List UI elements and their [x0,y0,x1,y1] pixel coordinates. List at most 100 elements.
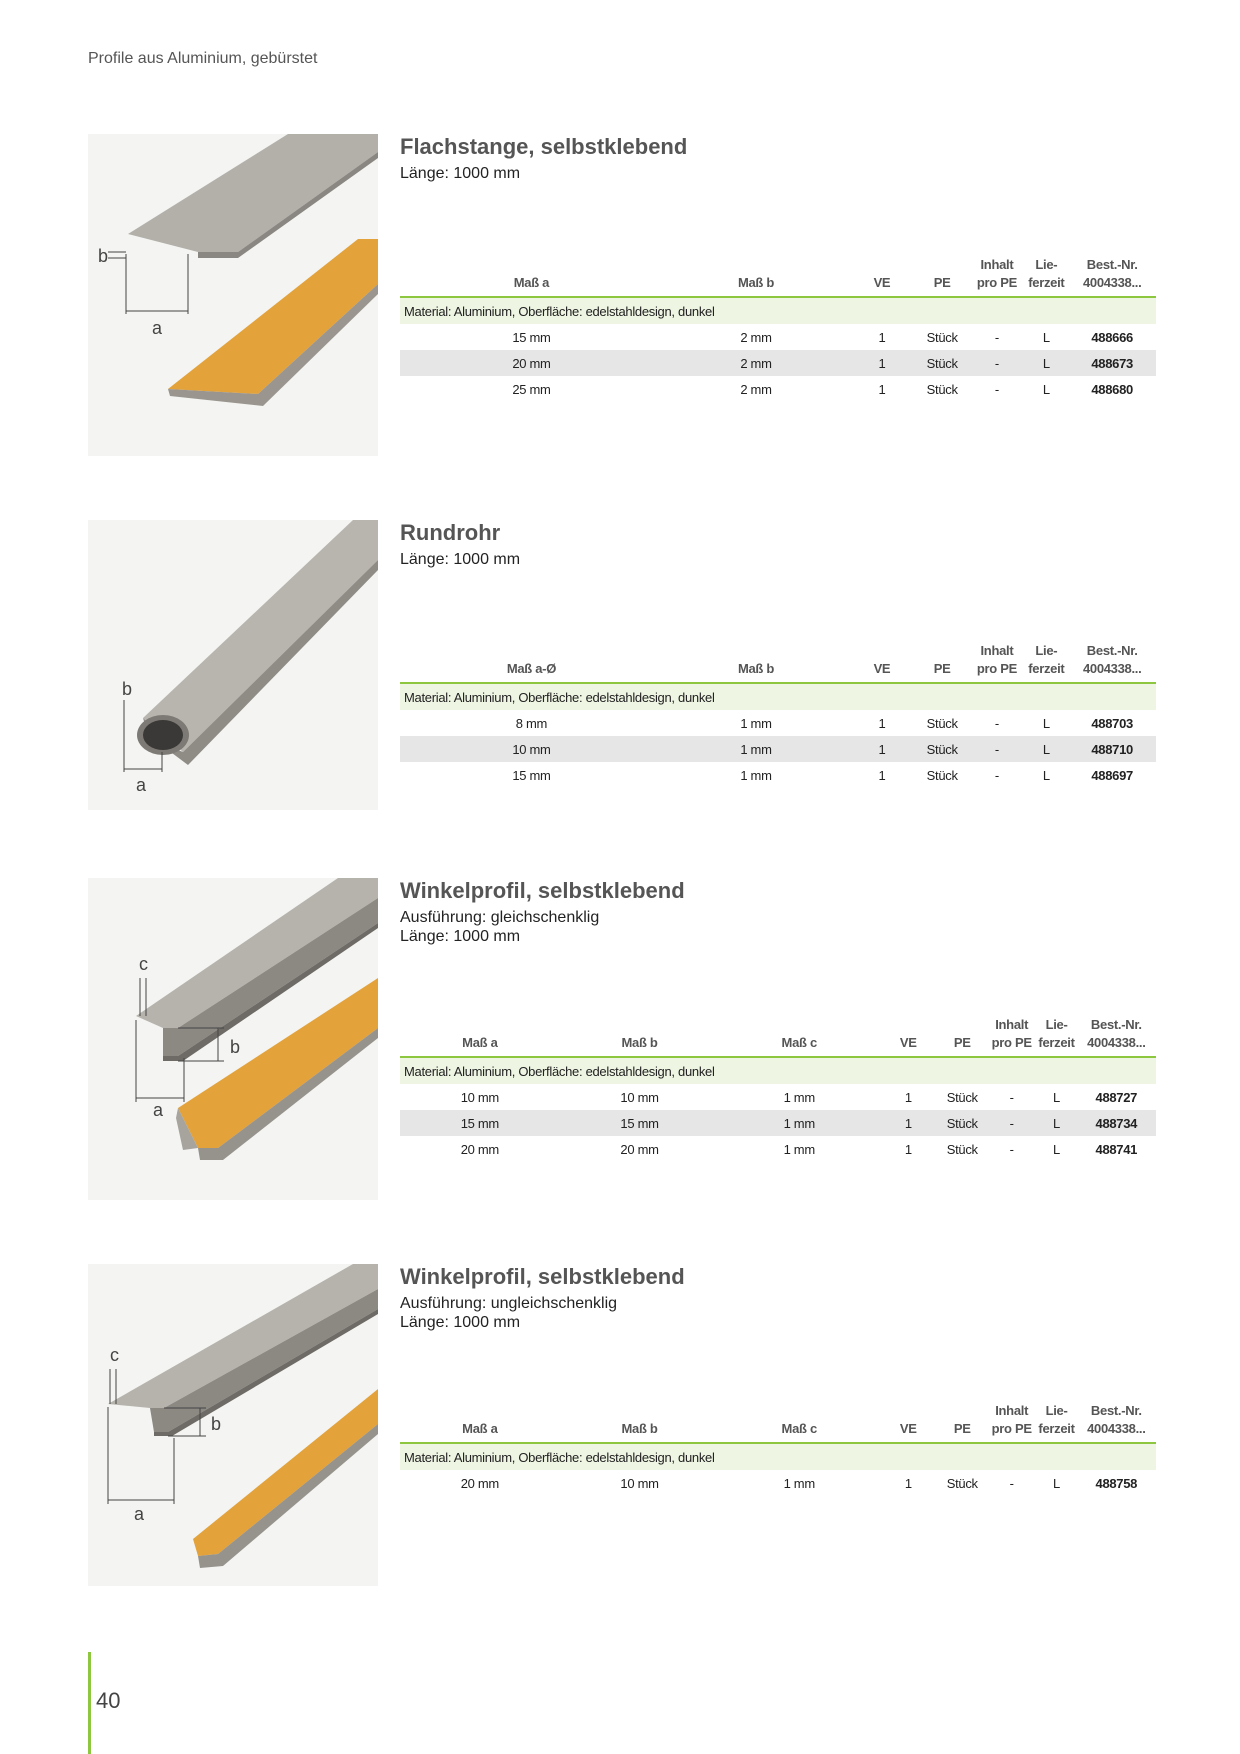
col-header-lieferzeit: Lie-ferzeit [1024,254,1069,298]
product-section-winkelprofil-ungleich: c b a Winkelprofil, selbstklebend Ausfüh… [88,1264,1158,1594]
dim-label-b: b [230,1037,240,1057]
table-cell: 20 mm [460,1475,500,1491]
table-cell: 2 mm [740,329,772,345]
col-header-mass-c: Maß c [719,1014,880,1058]
col-header-bestnr: Best.-Nr.4004338... [1076,1014,1156,1058]
col-header-mass-b: Maß b [662,254,850,298]
table-cell: Stück [926,329,958,345]
table-cell: 15 mm [400,1110,560,1136]
col-header-mass-b: Maß b [559,1014,720,1058]
table-cell: 488697 [1091,767,1133,783]
dim-label-b: b [98,246,108,266]
col-header-ve: VE [849,640,915,684]
col-header-bestnr: Best.-Nr.4004338... [1068,254,1156,298]
material-row: Material: Aluminium, Oberfläche: edelsta… [400,1057,1156,1084]
product-title: Flachstange, selbstklebend [400,134,688,159]
table-cell: 488710 [1068,736,1156,762]
table-cell: L [1042,381,1050,397]
page-number: 40 [96,1688,121,1713]
col-header-lieferzeit: Lie-ferzeit [1036,1014,1077,1058]
product-subtitle: Länge: 1000 mm [400,551,521,568]
table-cell: 1 [878,329,886,345]
table-cell: Stück [926,767,958,783]
table-cell: 1 [849,736,915,762]
product-section-rundrohr: b a Rundrohr Länge: 1000 mm Maß a-Ø Maß … [88,520,1158,820]
material-row: Material: Aluminium, Oberfläche: edelsta… [400,683,1156,710]
table-cell: 488734 [1076,1110,1156,1136]
col-header-mass-a: Maß a [400,1400,560,1444]
table-cell: Stück [926,715,958,731]
table-cell: L [1042,767,1050,783]
table-cell: 1 mm [783,1475,816,1491]
table-cell: 488680 [1091,381,1133,397]
col-header-mass-a: Maß a [400,254,663,298]
table-cell: 1 [849,350,915,376]
col-header-mass-a: Maß a-Ø [400,640,663,684]
table-cell: 1 mm [719,1110,880,1136]
col-header-lieferzeit: Lie-ferzeit [1024,640,1069,684]
table-cell: 1 [904,1475,912,1491]
table-cell: - [994,715,999,731]
table-cell: 1 mm [740,715,772,731]
col-header-mass-b: Maß b [662,640,850,684]
table-cell: Stück [926,381,958,397]
table-cell: - [994,329,999,345]
table-cell: Stück [946,1089,978,1105]
col-header-pe: PE [937,1400,987,1444]
table-cell: - [994,767,999,783]
product-title: Winkelprofil, selbstklebend [400,878,685,903]
table-cell: Stück [937,1110,987,1136]
table-cell: - [969,350,1025,376]
table-cell: 1 [878,381,886,397]
table-cell: L [1024,736,1069,762]
product-image-winkelprofil-ungleich: c b a [88,1264,378,1586]
table-cell: 15 mm [512,767,551,783]
product-subtitle: Ausführung: gleichschenklig [400,909,600,926]
dim-label-c: c [139,954,148,974]
col-header-pe: PE [937,1014,987,1058]
table-cell: L [1053,1141,1060,1157]
table-cell: 10 mm [460,1089,500,1105]
product-image-rundrohr: b a [88,520,378,810]
table-cell: Stück [946,1475,978,1491]
product-section-flachstange: b a Flachstange, selbstklebend Länge: 10… [88,134,1158,464]
page-number-bar [88,1652,91,1754]
table-cell: 20 mm [400,350,663,376]
table-cell: Stück [914,736,970,762]
table-cell: 1 [878,715,886,731]
col-header-ve: VE [879,1400,938,1444]
table-cell: 10 mm [620,1089,659,1105]
col-header-bestnr: Best.-Nr.4004338... [1076,1400,1156,1444]
table-cell: 488758 [1095,1475,1138,1491]
col-header-ve: VE [849,254,915,298]
table-cell: 15 mm [559,1110,720,1136]
table-cell: 2 mm [740,381,772,397]
table-cell: - [1009,1089,1014,1105]
col-header-mass-a: Maß a [400,1014,560,1058]
running-head: Profile aus Aluminium, gebürstet [88,50,318,67]
table-cell: 1 [879,1110,938,1136]
product-image-flachstange: b a [88,134,378,456]
product-subtitle: Länge: 1000 mm [400,165,521,182]
product-subtitle: Länge: 1000 mm [400,1314,521,1331]
table-cell: L [1053,1089,1060,1105]
table-cell: 15 mm [512,329,551,345]
dim-label-b: b [122,679,132,699]
table-cell: L [1053,1475,1060,1491]
dim-label-a: a [153,1100,164,1120]
table-cell: 8 mm [515,715,548,731]
